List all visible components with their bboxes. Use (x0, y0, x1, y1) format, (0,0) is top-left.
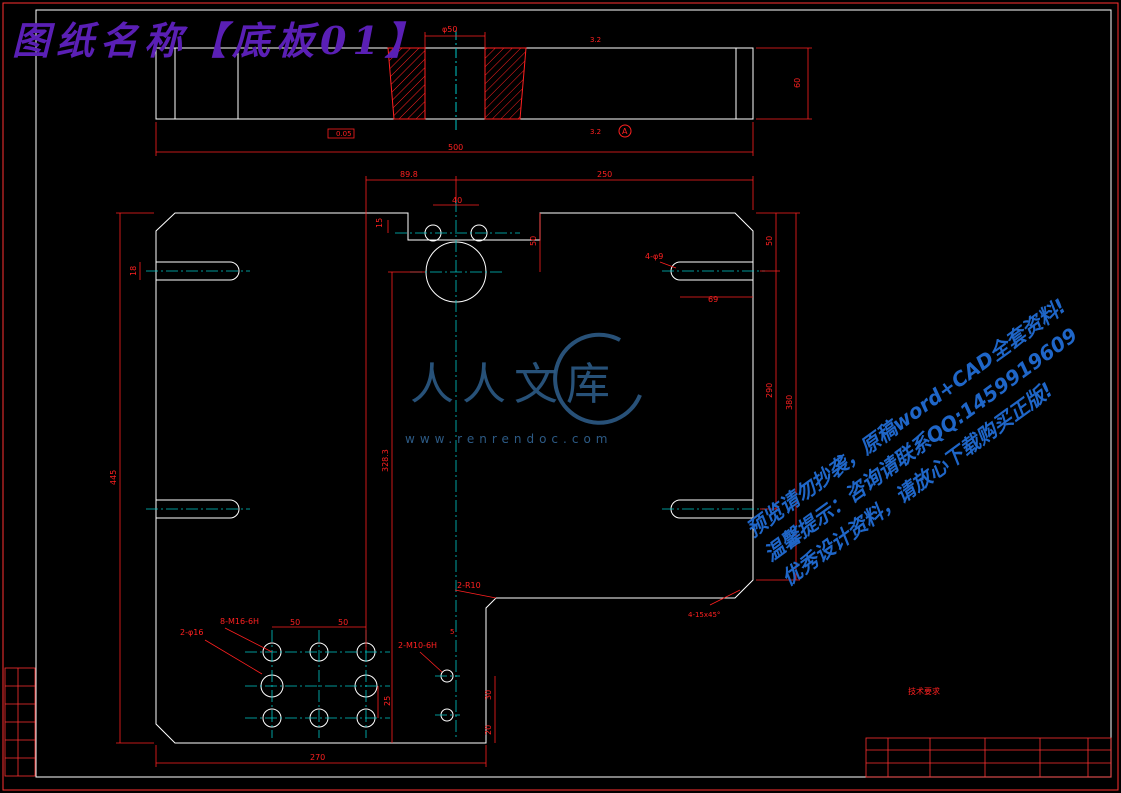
dim-328-3: 328.3 (381, 449, 390, 472)
left-margin-table (4, 667, 36, 777)
tech-note: 技术要求 (908, 686, 940, 696)
dim-18: 18 (129, 266, 138, 276)
section-hatch-right (484, 47, 527, 120)
datum-label: A (622, 127, 628, 136)
dim-15: 15 (375, 218, 384, 228)
roughness-top: 3.2 (590, 36, 601, 44)
centerlines (146, 200, 765, 740)
dim-30: 30 (484, 690, 493, 700)
watermark-url: www.renrendoc.com (405, 432, 613, 446)
dim-20: 20 (484, 725, 493, 735)
dim-270: 270 (310, 753, 325, 762)
flatness-frame (327, 128, 355, 139)
label-r10: 2-R10 (457, 581, 481, 590)
dim-445: 445 (109, 470, 118, 485)
dim-290: 290 (765, 383, 774, 398)
label-m10: 2-M10-6H (398, 641, 437, 650)
watermark-brand: 人人文库 (410, 359, 618, 410)
dim-40: 40 (452, 196, 462, 205)
flatness-label: 0.05 (336, 130, 352, 138)
watermark-ring (553, 332, 642, 425)
section-hatch-left (387, 47, 426, 120)
dim-50b: 50 (765, 236, 774, 246)
top-dims (155, 32, 812, 156)
dim-380: 380 (785, 395, 794, 410)
dim-50a: 50 (529, 236, 538, 246)
label-chamfer: 4-15x45° (688, 611, 720, 619)
top-view (155, 47, 754, 120)
inner-frame (35, 9, 1112, 778)
title-block (865, 737, 1112, 778)
roughness-bottom: 3.2 (590, 128, 601, 136)
dim-top-width: 500 (448, 143, 463, 152)
label-slot: 4-φ9 (645, 252, 663, 261)
dim-50d: 50 (338, 618, 348, 627)
dim-hole-dia: φ50 (442, 25, 457, 34)
label-m16: 8-M16-6H (220, 617, 259, 626)
dim-top-height: 60 (793, 78, 802, 88)
plan-dims (116, 176, 800, 767)
drawing-title: 图纸名称【底板01】 (12, 18, 429, 63)
dim-89-8: 89.8 (400, 170, 418, 179)
dim-50c: 50 (290, 618, 300, 627)
dim-250: 250 (597, 170, 612, 179)
dim-69: 69 (708, 295, 718, 304)
plate-outline (155, 212, 754, 744)
label-pin: 2-φ16 (180, 628, 203, 637)
datum-circle (618, 124, 632, 138)
dim-5: 5 (450, 628, 454, 636)
dim-25: 25 (383, 696, 392, 706)
